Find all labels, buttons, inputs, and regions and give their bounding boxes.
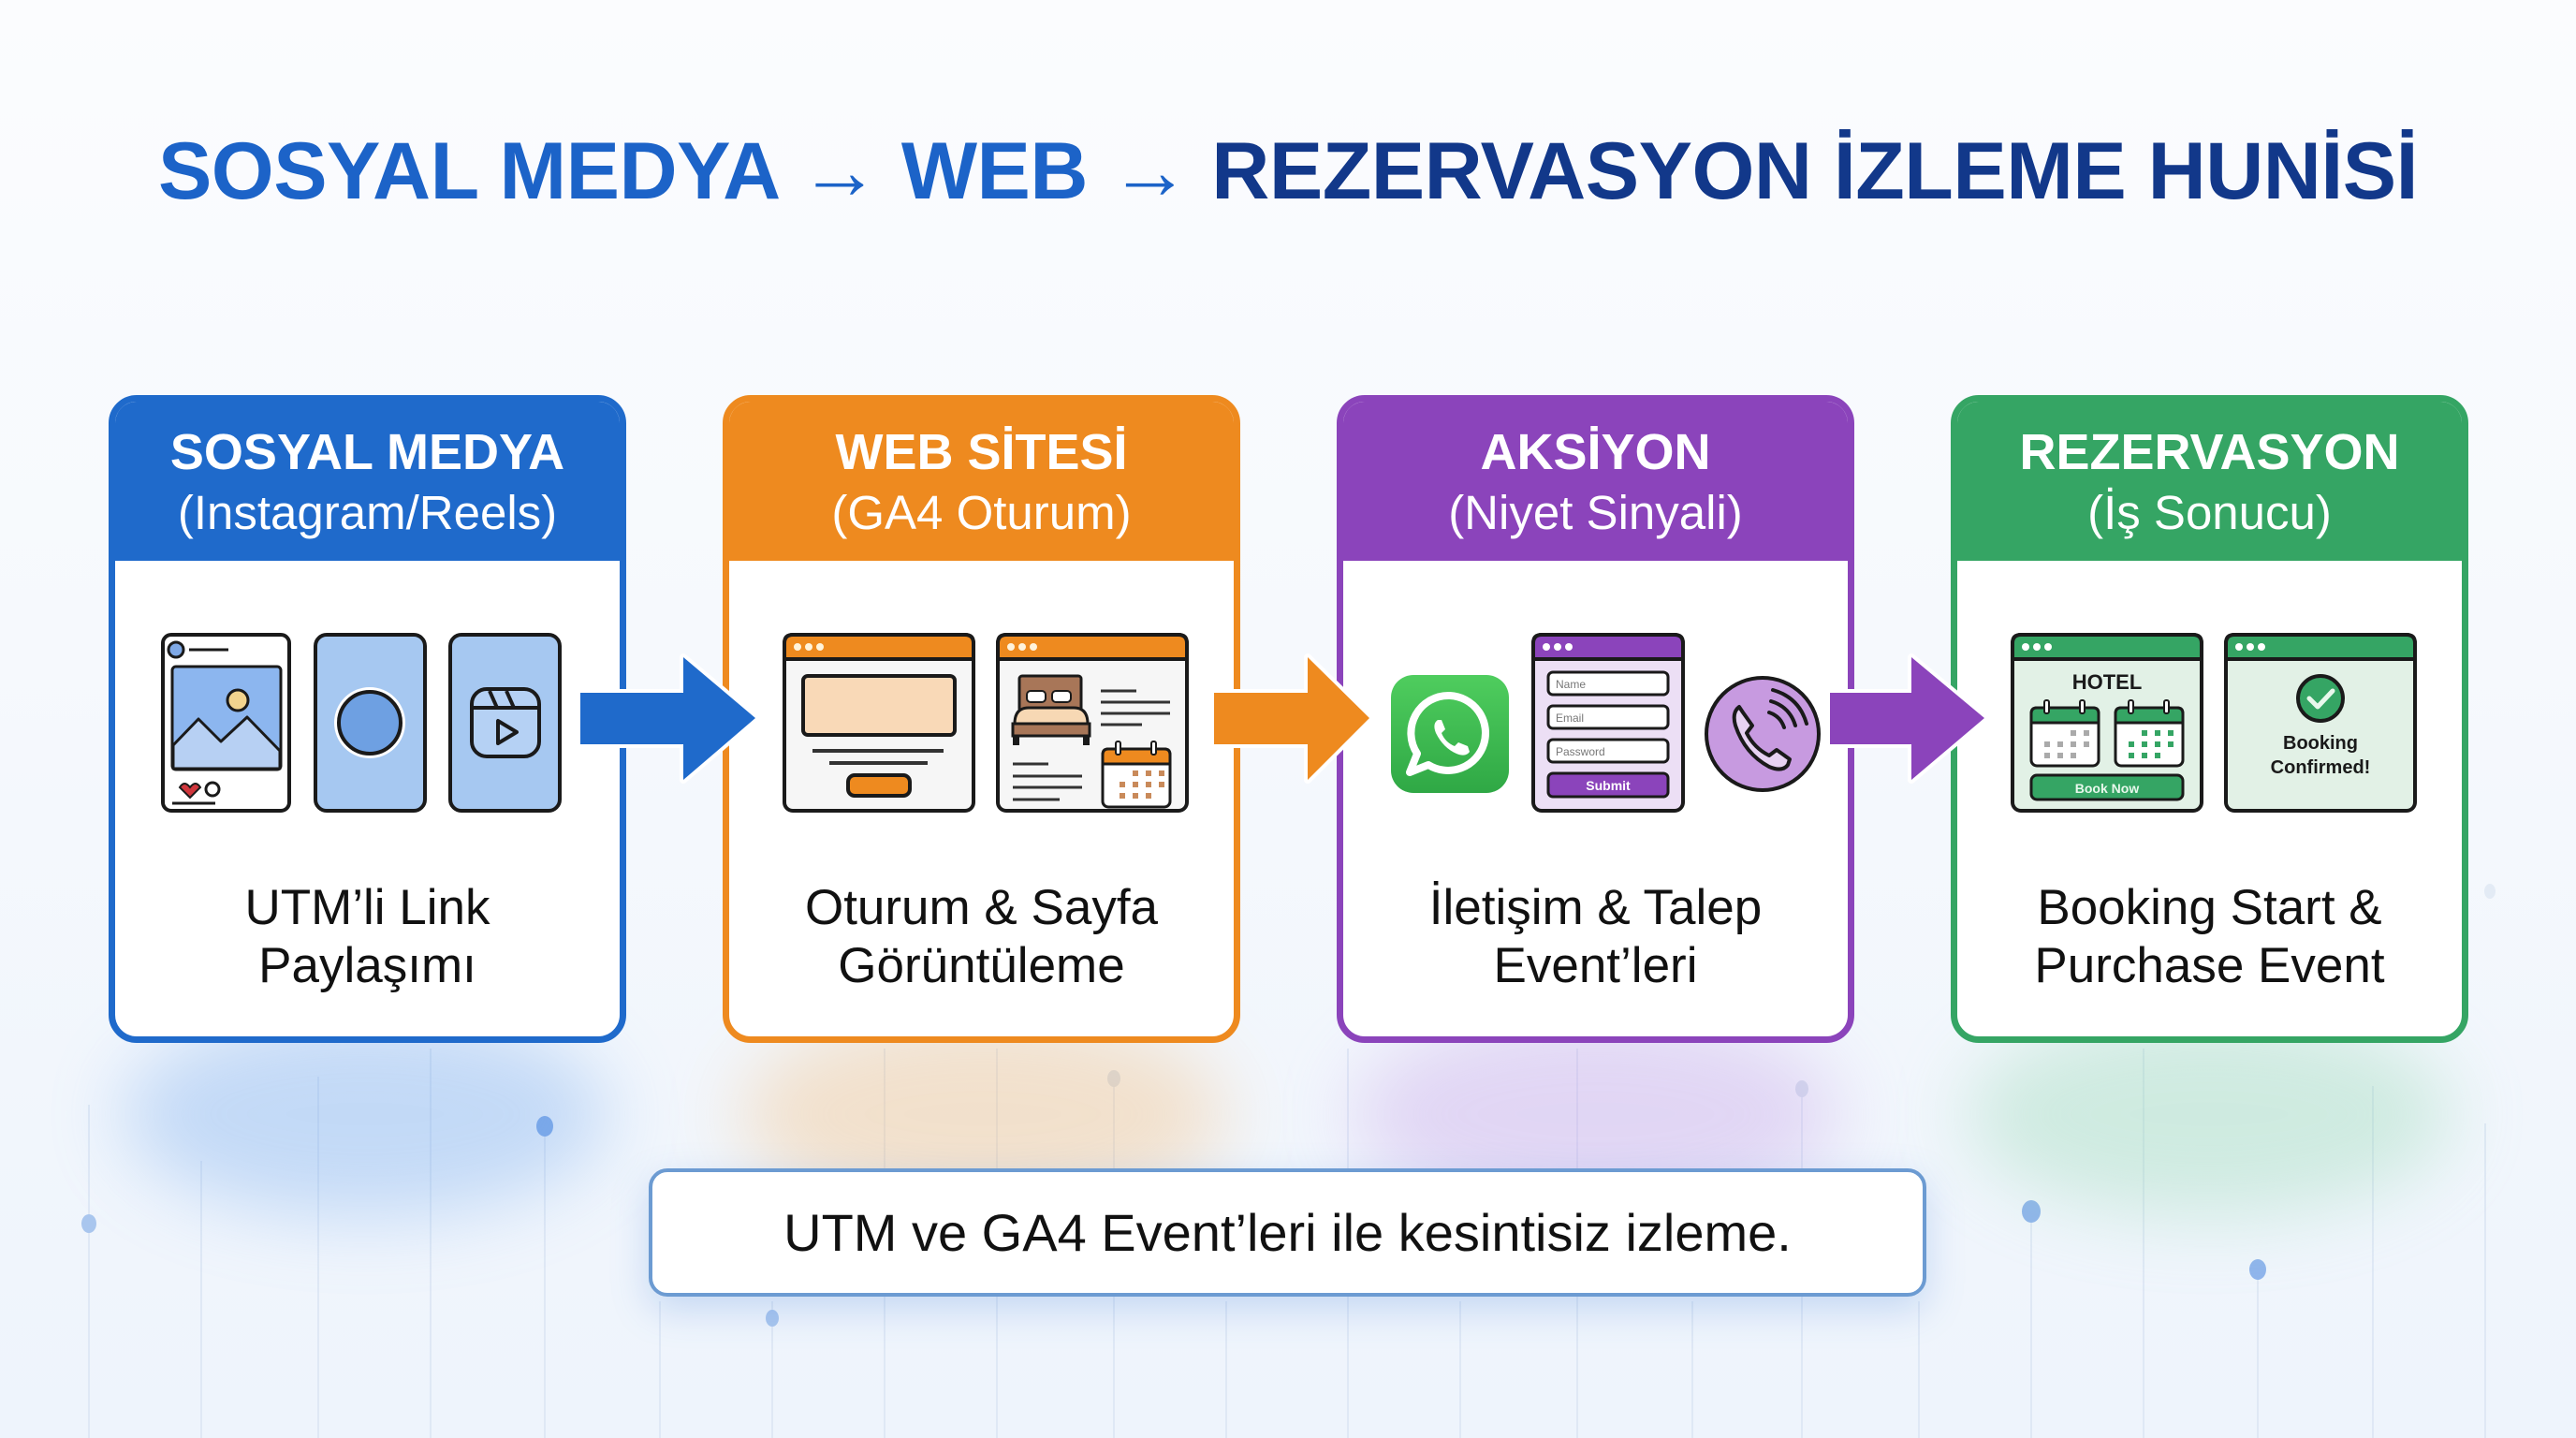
card-label: UTM’li Link Paylaşımı	[115, 879, 620, 995]
booking-confirmed-line1: Booking	[2283, 733, 2358, 754]
card-icons	[729, 626, 1234, 814]
card-label-line: Event’leri	[1493, 938, 1698, 993]
page-title: SOSYAL MEDYA → WEB → REZERVASYON İZLEME …	[0, 120, 2576, 223]
card-icons	[115, 626, 620, 814]
form-name-field: Name	[1556, 678, 1586, 691]
card-label-line: Purchase Event	[2034, 938, 2385, 993]
calendar-icon	[1101, 741, 1172, 809]
card-header-title: AKSİYON	[1480, 424, 1711, 480]
story-icon	[314, 633, 427, 813]
card-label: Oturum & Sayfa Görüntüleme	[729, 879, 1234, 995]
booking-confirmed-line2: Confirmed!	[2271, 757, 2371, 778]
check-circle-icon	[2296, 674, 2345, 723]
card-label: Booking Start & Purchase Event	[1957, 879, 2462, 995]
card-header: SOSYAL MEDYA (Instagram/Reels)	[115, 402, 620, 561]
bed-icon	[1011, 674, 1091, 745]
card-header-title: SOSYAL MEDYA	[169, 424, 565, 480]
form-submit-button: Submit	[1586, 778, 1631, 793]
card-label: İletişim & Talep Event’leri	[1343, 879, 1848, 995]
card-label-line: UTM’li Link	[244, 880, 490, 935]
card-label-line: Paylaşımı	[258, 938, 476, 993]
form-email-field: Email	[1556, 712, 1584, 725]
title-arrow-icon: →	[1109, 126, 1190, 216]
caption-text: UTM ve GA4 Event’leri ile kesintisiz izl…	[783, 1203, 1792, 1262]
title-arrow-icon: →	[798, 126, 880, 216]
card-header-title: REZERVASYON	[2019, 424, 2400, 480]
flow-arrow-orange-icon	[1210, 653, 1373, 784]
book-now-button: Book Now	[2075, 781, 2140, 796]
stage-card-social-media: SOSYAL MEDYA (Instagram/Reels)	[109, 395, 626, 1043]
flow-arrow-blue-icon	[577, 653, 759, 784]
card-glow-blue	[122, 1011, 608, 1217]
hotel-room-page-icon	[996, 633, 1189, 813]
landing-page-icon	[783, 633, 975, 813]
card-glow-green	[1966, 1011, 2452, 1217]
card-icons: HOTEL	[1957, 626, 2462, 814]
hotel-booking-page-icon: HOTEL	[2011, 633, 2203, 813]
card-header: WEB SİTESİ (GA4 Oturum)	[729, 402, 1234, 561]
card-header-subtitle: (İş Sonucu)	[2087, 486, 2332, 539]
card-label-line: İletişim & Talep	[1428, 880, 1763, 935]
booking-confirmed-icon: Booking Confirmed!	[2224, 633, 2417, 813]
calendar-icon	[2114, 699, 2185, 768]
instagram-post-icon	[161, 633, 291, 813]
card-header-title: WEB SİTESİ	[835, 424, 1128, 480]
stage-card-reservation: REZERVASYON (İş Sonucu) HOTEL	[1951, 395, 2468, 1043]
card-icons: Name Email Password Submit	[1343, 626, 1848, 814]
card-label-line: Booking Start &	[2037, 880, 2382, 935]
card-header: AKSİYON (Niyet Sinyali)	[1343, 402, 1848, 561]
title-part-reservation: REZERVASYON İZLEME HUNİSİ	[1211, 126, 2419, 216]
hotel-label: HOTEL	[2072, 670, 2143, 694]
form-password-field: Password	[1556, 745, 1605, 758]
card-label-line: Görüntüleme	[838, 938, 1125, 993]
card-label-line: Oturum & Sayfa	[804, 880, 1159, 935]
whatsapp-icon	[1391, 675, 1509, 793]
flow-arrow-purple-icon	[1826, 653, 1988, 784]
stage-card-website: WEB SİTESİ (GA4 Oturum)	[723, 395, 1240, 1043]
reels-icon	[448, 633, 562, 813]
title-part-social: SOSYAL MEDYA	[157, 126, 778, 216]
contact-form-icon: Name Email Password Submit	[1531, 633, 1685, 813]
phone-call-icon	[1705, 676, 1821, 792]
card-header: REZERVASYON (İş Sonucu)	[1957, 402, 2462, 561]
card-header-subtitle: (Instagram/Reels)	[177, 486, 558, 539]
stage-card-action: AKSİYON (Niyet Sinyali) Name Emai	[1337, 395, 1854, 1043]
card-header-subtitle: (Niyet Sinyali)	[1448, 486, 1743, 539]
caption-box: UTM ve GA4 Event’leri ile kesintisiz izl…	[649, 1168, 1926, 1297]
title-part-web: WEB	[900, 126, 1089, 216]
card-header-subtitle: (GA4 Oturum)	[831, 486, 1132, 539]
calendar-icon	[2029, 699, 2100, 768]
